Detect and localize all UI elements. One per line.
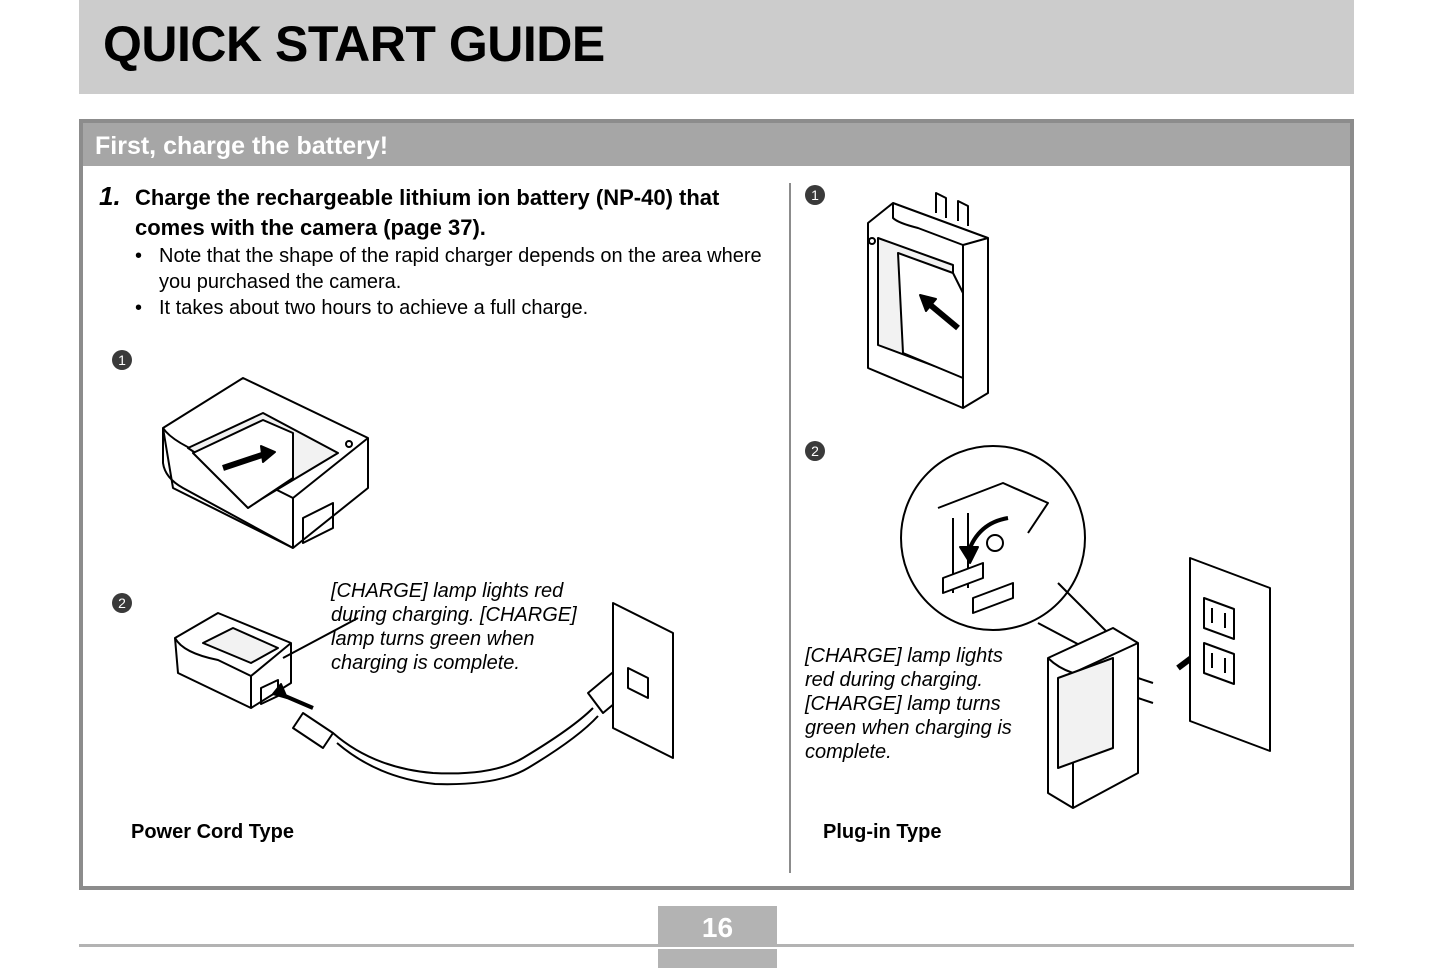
step-notes: • Note that the shape of the rapid charge… [135, 243, 775, 321]
page-number: 16 [658, 906, 777, 944]
bullet: • [135, 245, 143, 267]
charge-lamp-caption-right: [CHARGE] lamp lights red during charging… [805, 645, 1012, 763]
marker-2-right: 2 [805, 441, 825, 461]
footer-rule [79, 944, 1354, 947]
column-divider [789, 183, 791, 873]
step-number: 1. [99, 181, 121, 211]
wall-outlet-illustration [900, 445, 1271, 809]
page-tab-bottom [658, 949, 777, 968]
plugin-type-label: Plug-in Type [823, 821, 942, 843]
step-title: Charge the rechargeable lithium ion batt… [135, 185, 720, 240]
section-header: First, charge the battery! [83, 123, 1350, 166]
note-item: • It takes about two hours to achieve a f… [135, 295, 775, 321]
power-cord-type-label: Power Cord Type [131, 821, 294, 843]
marker-1-left: 1 [112, 350, 132, 370]
marker-1-right: 1 [805, 185, 825, 205]
power-cord-illustration [174, 602, 674, 786]
title-band: QUICK START GUIDE [79, 0, 1354, 94]
marker-2-left: 2 [112, 593, 132, 613]
note-text: Note that the shape of the rapid charger… [159, 245, 762, 293]
note-item: • Note that the shape of the rapid charge… [135, 243, 775, 295]
plugin-charger-illustration [867, 192, 989, 409]
bullet: • [135, 297, 143, 319]
charge-lamp-caption-left: [CHARGE] lamp lights red during charging… [331, 580, 577, 674]
note-text: It takes about two hours to achieve a fu… [159, 297, 589, 319]
page-title: QUICK START GUIDE [103, 16, 605, 72]
charger-desk-illustration [162, 377, 369, 549]
section-title: First, charge the battery! [95, 132, 389, 160]
section-box: First, charge the battery! 1. Charge the… [79, 119, 1354, 890]
